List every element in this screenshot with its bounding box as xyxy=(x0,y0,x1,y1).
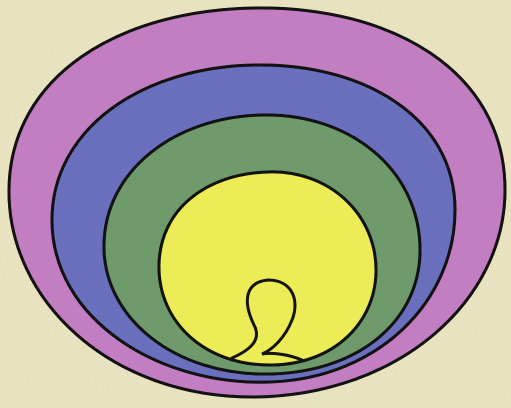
inner-disc xyxy=(159,172,376,365)
